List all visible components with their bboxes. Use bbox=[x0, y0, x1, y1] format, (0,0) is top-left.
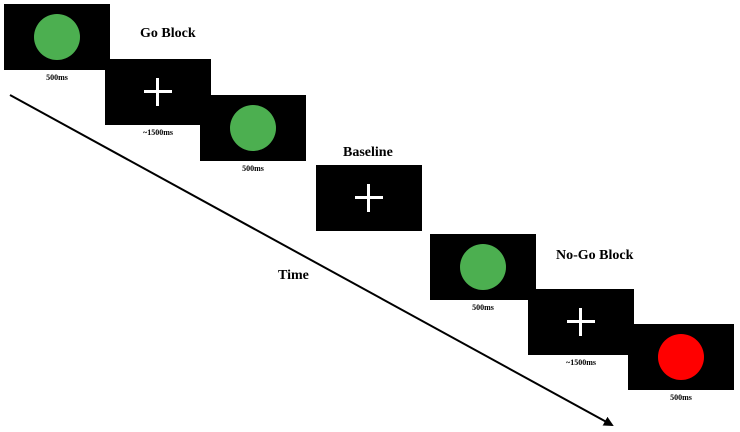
time-label: Time bbox=[278, 268, 309, 283]
duration-label-3: 500ms bbox=[242, 164, 264, 173]
stimulus-screen-1 bbox=[4, 4, 110, 70]
duration-label-6: ~1500ms bbox=[566, 358, 596, 367]
green-circle-icon bbox=[34, 14, 80, 60]
fixation-cross-icon bbox=[567, 308, 595, 336]
green-circle-icon bbox=[230, 105, 276, 151]
nogo-block-label: No-Go Block bbox=[556, 248, 634, 263]
red-circle-icon bbox=[658, 334, 704, 380]
duration-label-7: 500ms bbox=[670, 393, 692, 402]
green-circle-icon bbox=[460, 244, 506, 290]
stimulus-screen-5 bbox=[430, 234, 536, 300]
stimulus-screen-6 bbox=[528, 289, 634, 355]
fixation-cross-icon bbox=[144, 78, 172, 106]
duration-label-2: ~1500ms bbox=[143, 128, 173, 137]
fixation-cross-icon bbox=[355, 184, 383, 212]
stimulus-screen-7 bbox=[628, 324, 734, 390]
stimulus-screen-baseline bbox=[316, 165, 422, 231]
stimulus-screen-2 bbox=[105, 59, 211, 125]
duration-label-1: 500ms bbox=[46, 73, 68, 82]
baseline-label: Baseline bbox=[343, 145, 393, 160]
go-block-label: Go Block bbox=[140, 26, 196, 41]
stimulus-screen-3 bbox=[200, 95, 306, 161]
duration-label-5: 500ms bbox=[472, 303, 494, 312]
